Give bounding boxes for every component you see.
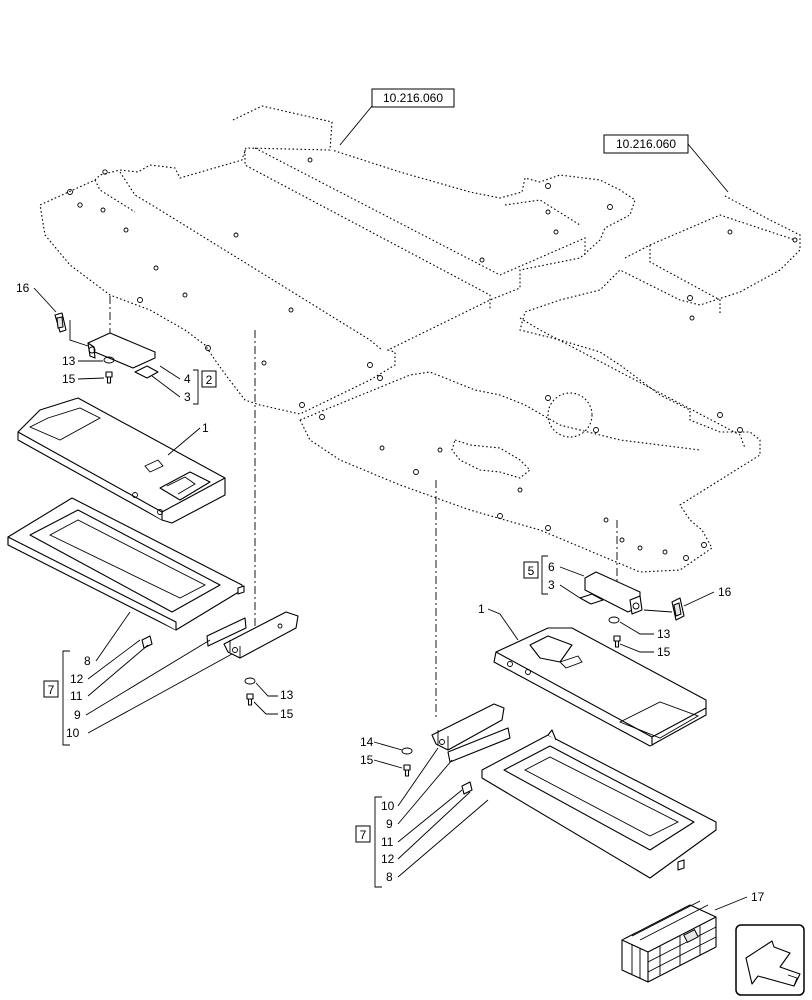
callout-15-right-top: 15	[657, 645, 671, 659]
callout-12-left: 12	[70, 672, 84, 686]
left-floor-plate	[39, 105, 636, 415]
pin-part-11-left	[141, 635, 153, 649]
hinge-bracket-part-10-right	[431, 703, 505, 751]
callout-17: 17	[751, 890, 765, 904]
latch-part-16-right	[671, 597, 685, 621]
washer-14-right	[401, 747, 413, 755]
tray-part-8-left	[7, 497, 245, 631]
callout-11-left: 11	[70, 689, 83, 703]
right-callouts: 6 3 5 16 13 15 1 14 15 10 9 11 12 8 7 17	[355, 555, 765, 911]
pin-part-11-right	[461, 781, 473, 795]
callout-16-left: 16	[16, 281, 30, 295]
reference-box-right[interactable]: 10.216.060	[603, 134, 729, 193]
shipping-crate-icon	[621, 900, 717, 983]
callout-10-left: 10	[66, 726, 80, 740]
floor-bolt-holes	[67, 157, 798, 561]
right-floor-plate	[299, 195, 801, 573]
kit-label-7-right: 7	[360, 828, 367, 842]
pad-part-9-left	[206, 617, 247, 647]
washer-13-left-bottom	[244, 677, 256, 685]
tray-cover-part-1-right	[493, 627, 707, 747]
callout-6-right: 6	[548, 560, 555, 574]
latch-part-16-left	[54, 312, 67, 333]
bracket-part-6-right	[584, 571, 643, 615]
callout-8-right: 8	[386, 870, 393, 884]
callout-13-left-bottom: 13	[280, 688, 294, 702]
kit-label-2: 2	[206, 373, 213, 387]
callout-3-right: 3	[548, 578, 555, 592]
callout-8-left: 8	[84, 654, 91, 668]
callout-14-right: 14	[360, 735, 374, 749]
tray-cover-part-1-left	[17, 397, 226, 524]
reference-left-text: 10.216.060	[383, 91, 443, 105]
left-callouts: 16 13 15 4 3 2 1 8 12 11 9 10 7 13 15	[16, 281, 294, 746]
shim-part-3-left	[134, 365, 159, 379]
callout-16-right: 16	[718, 585, 732, 599]
callout-12-right: 12	[381, 852, 395, 866]
callout-9-right: 9	[386, 817, 393, 831]
reference-box-left[interactable]: 10.216.060	[339, 88, 455, 146]
callout-13-right: 13	[657, 627, 671, 641]
callout-1-right: 1	[478, 602, 485, 616]
bolt-15-left-top	[105, 371, 113, 384]
callout-15-right-bottom: 15	[360, 753, 374, 767]
shim-part-3-right	[579, 593, 604, 605]
kit-label-7-left: 7	[48, 683, 55, 697]
callout-15-left-bottom: 15	[280, 707, 294, 721]
callout-10-right: 10	[381, 799, 395, 813]
callout-3-left: 3	[184, 390, 191, 404]
callout-15-left-top: 15	[62, 372, 76, 386]
kit-box-7-right	[355, 825, 371, 843]
bolt-15-right-bottom	[403, 764, 411, 777]
kit-box-7-left	[43, 680, 59, 698]
callout-9-left: 9	[74, 708, 81, 722]
callout-4-left: 4	[184, 372, 191, 386]
washer-13-right-top	[608, 616, 620, 624]
kit-label-5: 5	[528, 564, 535, 578]
kit-box-2	[201, 370, 217, 388]
bolt-15-right-top	[613, 635, 621, 648]
navigation-arrow-icon[interactable]	[735, 924, 805, 996]
callout-1-left: 1	[202, 421, 209, 435]
kit-box-5	[523, 561, 539, 579]
bolt-15-left-bottom	[246, 693, 254, 706]
tray-part-8-right	[481, 729, 717, 879]
pad-part-9-right	[447, 727, 511, 763]
callout-11-right: 11	[381, 835, 394, 849]
bracket-part-4-left	[87, 332, 156, 369]
callout-13-left-top: 13	[62, 354, 76, 368]
hinge-bracket-part-10-left	[223, 611, 299, 659]
reference-right-text: 10.216.060	[616, 137, 676, 151]
washer-13-left-top	[103, 356, 115, 364]
